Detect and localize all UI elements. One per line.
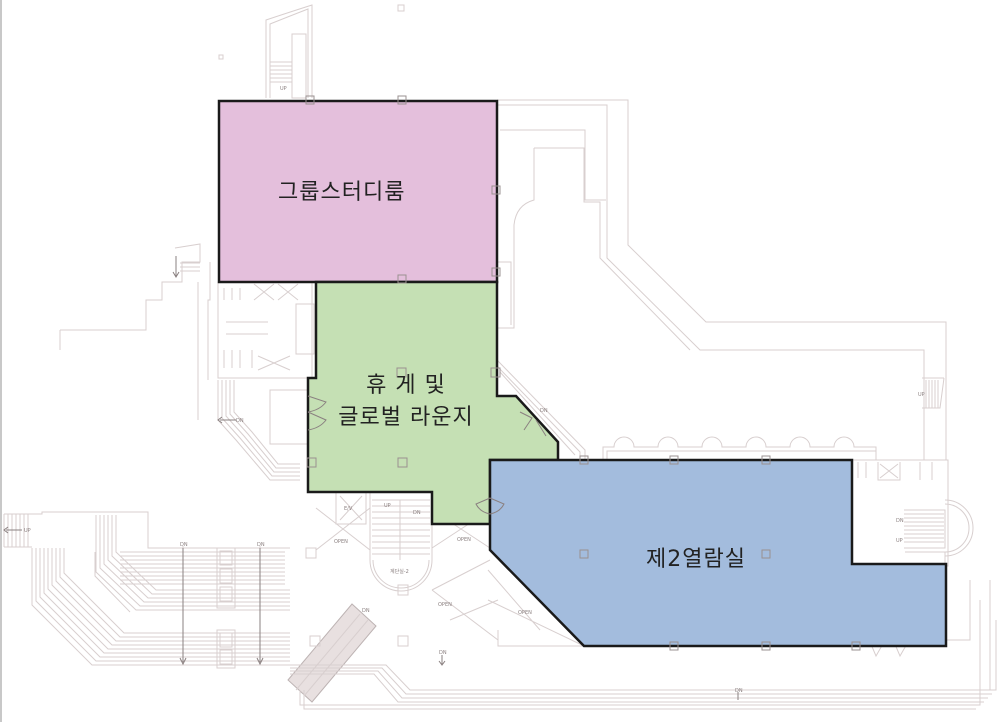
dn-label-left: DN: [236, 418, 244, 424]
site-linework: [3, 4, 997, 710]
stair-room-label: 계단실-2: [390, 569, 409, 575]
dn-label-lounge: DN: [540, 408, 548, 414]
door-swings: [307, 395, 547, 515]
group-study-room-area[interactable]: [217, 99, 499, 284]
open-label-2: OPEN: [457, 537, 471, 543]
dn-label-right-core: DN: [896, 518, 904, 524]
stair-dn-label: DN: [413, 510, 421, 516]
open-label-4: OPEN: [518, 610, 532, 616]
stair-up-label: UP: [384, 503, 391, 509]
dn-label-bottom-2: DN: [735, 688, 743, 694]
dn-label-terrace-2: DN: [257, 542, 265, 548]
left-edge-border: [0, 0, 2, 722]
up-label-right: UP: [918, 392, 925, 398]
direction-arrows: [3, 256, 739, 700]
dn-label-diagonal-stair: DN: [362, 608, 370, 614]
dn-label-terrace-1: DN: [180, 542, 188, 548]
reading-room-2-area[interactable]: [488, 458, 948, 648]
up-label-top-stair: UP: [280, 86, 287, 92]
open-label-3: OPEN: [438, 602, 452, 608]
dn-label-bottom-1: DN: [439, 650, 447, 656]
elevator-label: E/V: [344, 506, 353, 512]
column-markers: [305, 95, 861, 651]
open-label-1: OPEN: [334, 539, 348, 545]
up-label-right-core: UP: [896, 538, 903, 544]
up-label-left: UP: [24, 528, 31, 534]
